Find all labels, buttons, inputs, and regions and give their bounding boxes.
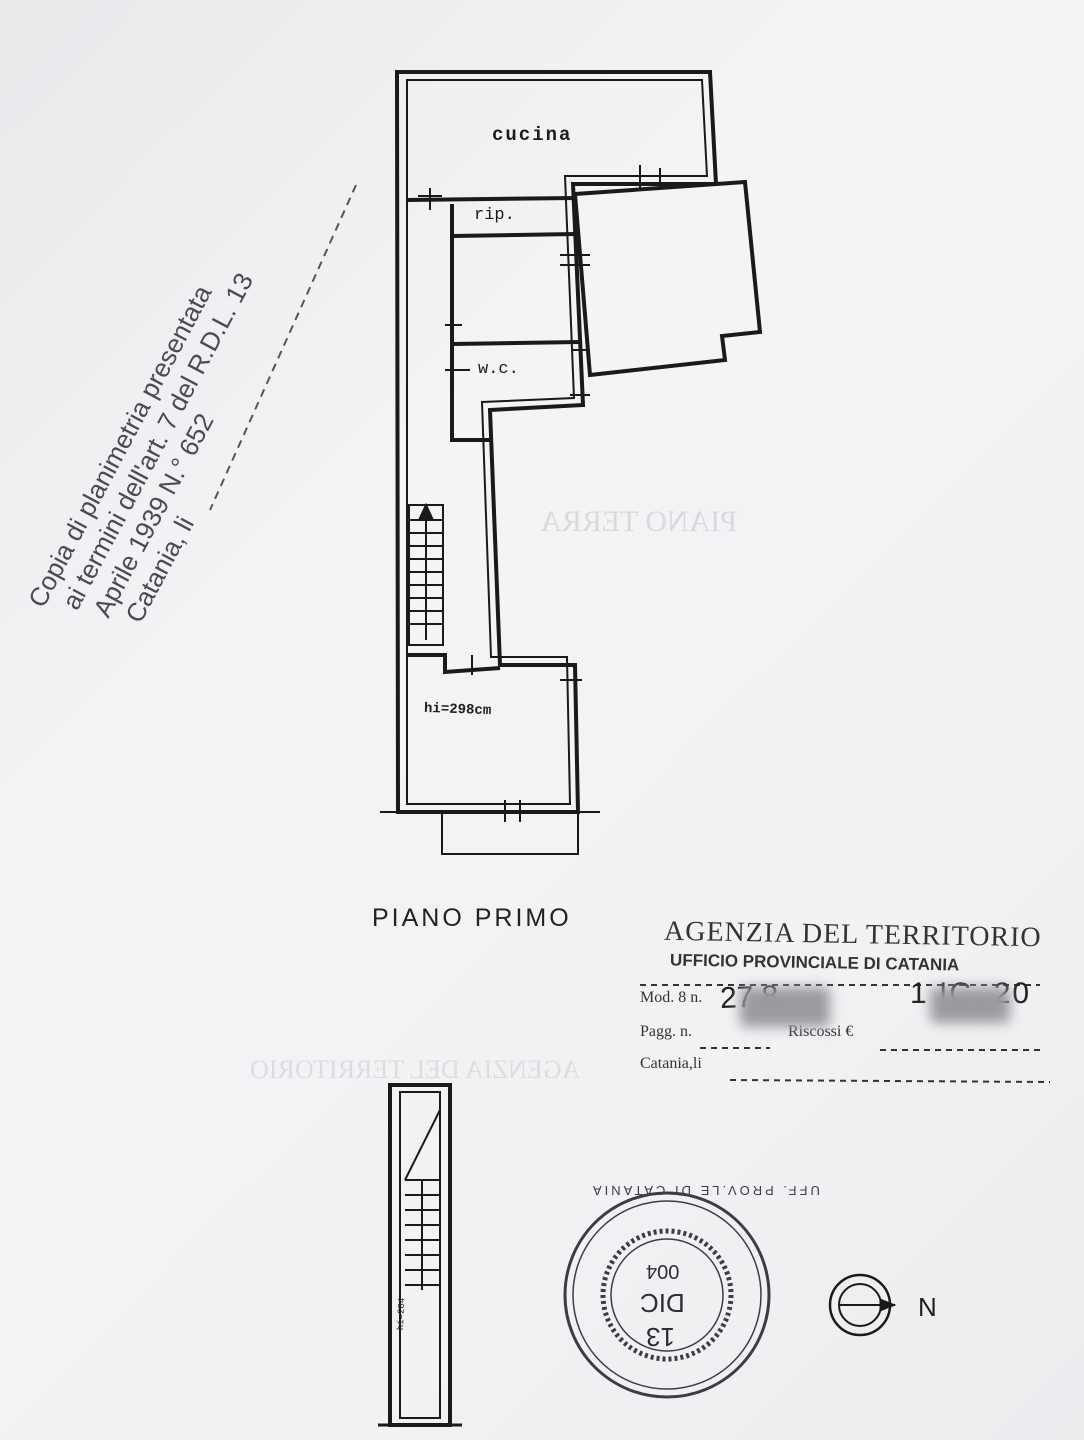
stamp-pagg-label: Pagg. n. <box>640 1023 692 1040</box>
redaction-blur <box>740 987 830 1027</box>
round-seal: UFF. PROV.LE DI CATANIA 13 DIC 004 <box>560 1175 820 1415</box>
office-subtitle: UFFICIO PROVINCIALE DI CATANIA <box>669 950 960 975</box>
compass-north-label: N <box>918 1292 937 1322</box>
room-label-ripostiglio: rip. <box>474 206 515 225</box>
ceiling-height-note-small: hi=284 <box>396 1297 408 1331</box>
room-label-wc: w.c. <box>478 360 519 379</box>
stamp-catania-label: Catania,li <box>640 1055 702 1072</box>
seal-day: 13 <box>646 1322 675 1352</box>
plan-balcony <box>441 811 579 855</box>
seal-ring-text: UFF. PROV.LE DI CATANIA <box>590 1183 820 1198</box>
north-compass-icon <box>828 1273 897 1337</box>
ceiling-height-note: hi=298cm <box>423 700 492 720</box>
redaction-blur <box>930 987 1010 1023</box>
agency-title: AGENZIA DEL TERRITORIO <box>663 915 1042 954</box>
plan-annex <box>572 179 763 378</box>
office-stamp: AGENZIA DEL TERRITORIO UFFICIO PROVINCIA… <box>630 915 1050 1090</box>
stamp-riscossi-label: Riscossi € <box>788 1023 854 1040</box>
round-seal-icon <box>563 1191 771 1399</box>
room-label-cucina: cucina <box>492 124 573 146</box>
floor-title: PIANO PRIMO <box>372 904 572 932</box>
stamp-mod-label: Mod. 8 n. <box>640 989 703 1006</box>
seal-month: DIC <box>640 1288 685 1318</box>
plan-inner-wall <box>406 79 709 805</box>
seal-year: 004 <box>646 1260 680 1282</box>
